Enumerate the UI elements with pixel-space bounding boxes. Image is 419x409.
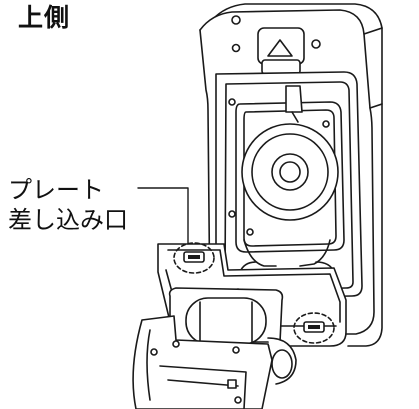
plate-frame <box>215 71 363 299</box>
indicator-square <box>227 379 237 389</box>
disc-ring <box>251 133 329 211</box>
guide-left <box>243 239 277 267</box>
plate-slot-label: プレート 差し込み口 <box>8 175 128 235</box>
screw-icon <box>228 210 236 218</box>
plate-slot-opening <box>188 255 200 259</box>
lower-body <box>132 315 273 409</box>
screw-icon <box>231 43 241 53</box>
hinge-knob <box>267 337 297 385</box>
plate-inner-edge <box>243 109 337 247</box>
plate-slot-label-line2: 差し込み口 <box>8 206 128 234</box>
lower-body-panel <box>159 365 247 409</box>
guide-right <box>299 239 331 267</box>
highlight-circle <box>293 312 335 344</box>
eject-arrow-icon <box>267 39 293 57</box>
screw-icon <box>234 396 242 404</box>
lid-side-lines <box>363 27 383 109</box>
top-side-label: 上側 <box>18 3 71 32</box>
screw-icon <box>231 15 241 25</box>
screw-icon <box>322 120 330 128</box>
screw-icon <box>172 340 180 348</box>
plate-slot-right <box>293 312 335 344</box>
plate-clip-tab <box>291 111 299 123</box>
leader-line <box>137 187 189 245</box>
disc-center <box>279 161 301 183</box>
hinge-roller <box>185 297 267 345</box>
screw-icon <box>311 39 321 49</box>
highlight-circle <box>173 242 215 274</box>
plate-slot-label-line1: プレート <box>8 176 104 204</box>
plate-clip <box>285 85 303 113</box>
screw-icon <box>232 346 240 354</box>
latch-tab <box>261 59 301 75</box>
lower-body-line <box>167 379 239 387</box>
plate-slot-left <box>173 242 215 274</box>
screw-icon <box>150 348 158 356</box>
lid-left-edge <box>199 29 211 319</box>
disc-hub <box>271 153 309 191</box>
plate-slot-opening <box>308 325 320 329</box>
screw-icon <box>246 228 254 236</box>
screw-icon <box>228 98 236 106</box>
hinge-roller-lines <box>199 301 253 343</box>
lower-body-curve <box>146 329 151 401</box>
